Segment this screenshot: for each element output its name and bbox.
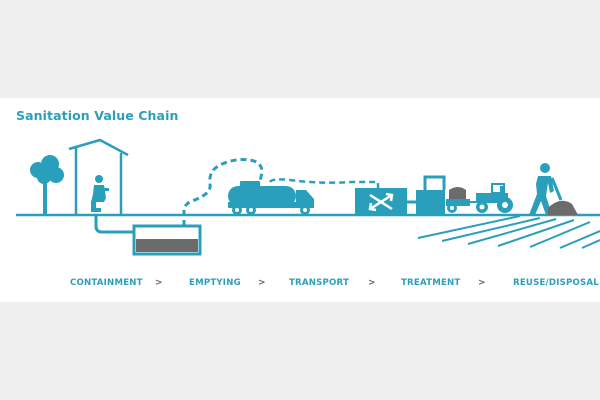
value-chain-illustration (16, 138, 600, 256)
latrine-pipe (94, 215, 136, 234)
vacuum-truck-icon (228, 181, 314, 215)
step-arrow-4: > (478, 278, 486, 288)
farmer-shoveling-icon (529, 163, 578, 215)
latrine-icon (68, 138, 129, 215)
value-chain-panel: Sanitation Value Chain (0, 98, 600, 302)
tree-icon (30, 155, 64, 215)
step-containment: CONTAINMENT (70, 278, 143, 288)
person-squatting-icon (91, 175, 109, 212)
pit-tank-icon (132, 224, 202, 256)
diagram-title: Sanitation Value Chain (16, 108, 179, 123)
step-emptying: EMPTYING (189, 278, 241, 288)
step-treatment: TREATMENT (401, 278, 461, 288)
field-furrows-icon (417, 215, 600, 249)
step-arrow-1: > (155, 278, 163, 288)
step-arrow-3: > (368, 278, 376, 288)
suction-hose (182, 158, 264, 226)
step-arrow-2: > (258, 278, 266, 288)
step-transport: TRANSPORT (289, 278, 350, 288)
value-chain-steps: CONTAINMENT > EMPTYING > TRANSPORT > TRE… (0, 278, 600, 294)
tractor-icon (446, 183, 513, 213)
step-reuse-disposal: REUSE/DISPOSAL (513, 278, 599, 288)
treatment-plant-icon (355, 175, 446, 215)
transport-route (268, 178, 380, 188)
